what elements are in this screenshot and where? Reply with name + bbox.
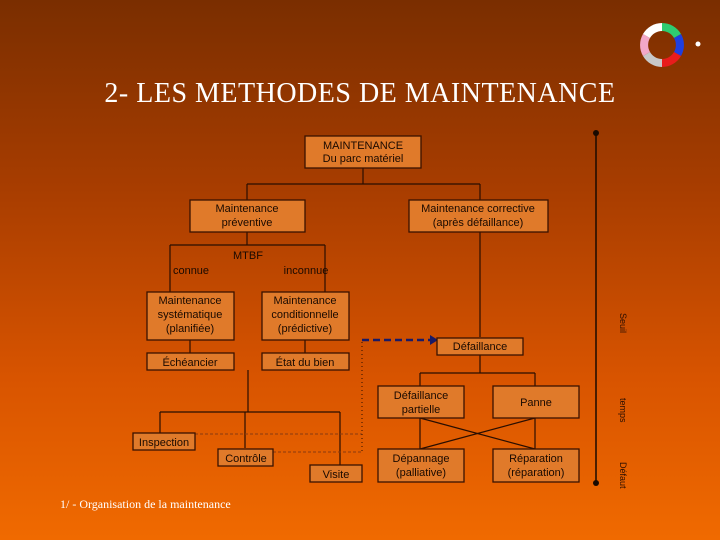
box-etat-du-bien: État du bien [261, 352, 350, 371]
box-preventive: Maintenance préventive [189, 199, 306, 233]
box-reparation: Réparation (réparation) [492, 448, 580, 483]
box-defaillance-partielle-line2: partielle [402, 404, 441, 416]
box-preventive-line1: Maintenance [216, 203, 279, 215]
box-maintenance-line1: MAINTENANCE [323, 140, 403, 152]
box-maintenance-line2: Du parc matériel [323, 153, 404, 165]
box-depannage-line2: (palliative) [396, 467, 446, 479]
box-inspection-label: Inspection [139, 437, 189, 449]
slide-title: 2- LES METHODES DE MAINTENANCE [104, 78, 616, 109]
box-reparation-line2: (réparation) [508, 467, 565, 479]
box-conditionnelle-line2: conditionnelle [271, 309, 338, 321]
box-etat-du-bien-label: État du bien [276, 356, 335, 369]
box-panne-label: Panne [520, 397, 552, 409]
box-echeancier: Échéancier [146, 352, 235, 371]
box-controle-label: Contrôle [225, 453, 267, 465]
box-systematique-line2: systématique [158, 309, 223, 321]
box-defaillance: Défaillance [436, 337, 524, 356]
box-controle: Contrôle [217, 448, 274, 467]
side-label-middle: temps [618, 398, 628, 423]
box-conditionnelle-line1: Maintenance [274, 295, 337, 307]
color-ring-icon [640, 23, 701, 67]
box-defaillance-partielle-line1: Défaillance [394, 390, 448, 402]
box-depannage: Dépannage (palliative) [377, 448, 465, 483]
box-corrective: Maintenance corrective (après défaillanc… [408, 199, 549, 233]
side-label-top: Seuil [618, 313, 628, 333]
box-conditionnelle: Maintenance conditionnelle (prédictive) [261, 291, 350, 341]
box-systematique-line3: (planifiée) [166, 323, 214, 335]
side-label-bottom: Défaut [618, 462, 628, 489]
box-visite-label: Visite [323, 469, 350, 481]
box-corrective-line1: Maintenance corrective [421, 203, 535, 215]
label-inconnue: inconnue [284, 265, 329, 277]
slide-footer: 1/ - Organisation de la maintenance [60, 497, 231, 511]
timeline-axis: Seuil temps Défaut [593, 130, 628, 489]
box-inspection: Inspection [132, 432, 196, 451]
box-panne: Panne [492, 385, 580, 419]
box-visite: Visite [309, 464, 363, 483]
box-defaillance-partielle: Défaillance partielle [377, 385, 465, 419]
box-corrective-line2: (après défaillance) [433, 217, 524, 229]
box-preventive-line2: préventive [222, 217, 273, 229]
box-conditionnelle-line3: (prédictive) [278, 323, 332, 335]
box-depannage-line1: Dépannage [393, 453, 450, 465]
box-echeancier-label: Échéancier [162, 356, 217, 369]
box-defaillance-label: Défaillance [453, 341, 507, 353]
label-connue: connue [173, 265, 209, 277]
box-maintenance: MAINTENANCE Du parc matériel [304, 135, 422, 169]
box-reparation-line1: Réparation [509, 453, 563, 465]
box-systematique-line1: Maintenance [159, 295, 222, 307]
box-systematique: Maintenance systématique (planifiée) [146, 291, 235, 341]
label-mtbf: MTBF [233, 250, 263, 262]
connector-lines [159, 168, 536, 465]
